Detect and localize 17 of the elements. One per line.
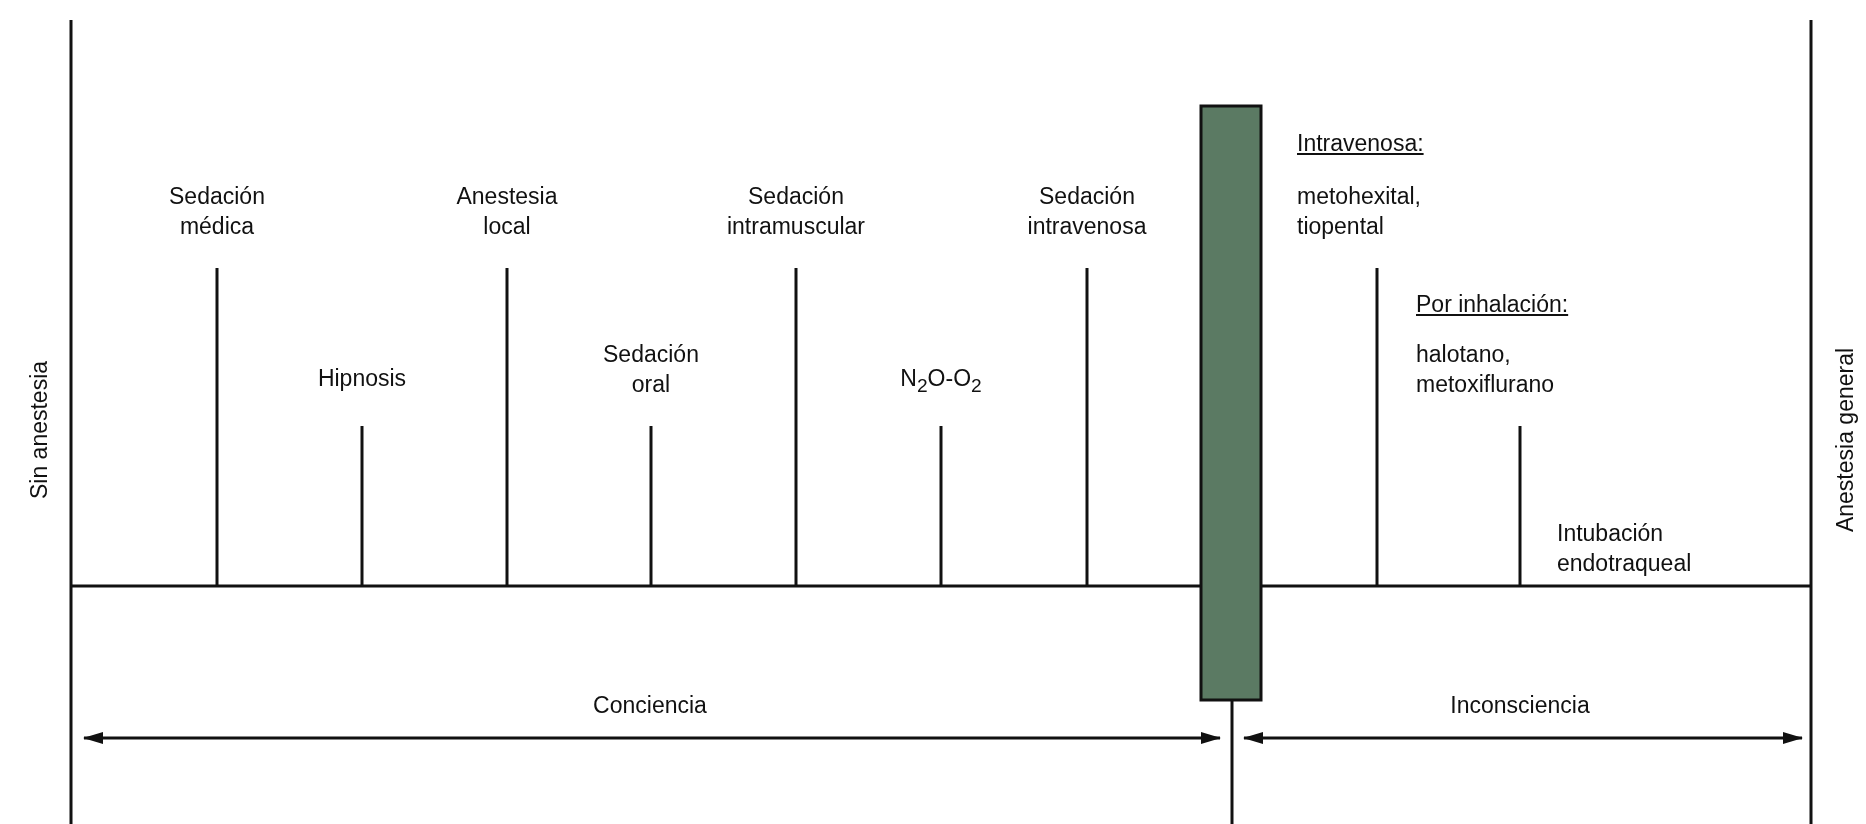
axis-label: Anestesia general [1831,347,1860,533]
divider-bar [1199,104,1263,702]
scale-label: halotano, metoxiflurano [1416,340,1556,399]
axis-label: Sin anestesia [25,360,54,500]
category-heading: Por inhalación: [1416,290,1569,319]
scale-label: Hipnosis [316,364,408,393]
scale-label: Sedación médica [168,182,266,241]
range-label: Inconsciencia [1449,691,1591,720]
scale-label: metohexital, tiopental [1297,182,1422,241]
scale-label: Sedación intravenosa [1026,182,1148,241]
category-heading: Intravenosa: [1297,129,1424,158]
range-label: Conciencia [592,691,708,720]
scale-label: Anestesia local [455,182,559,241]
scale-label: Sedación intramuscular [725,182,866,241]
scale-label: N$_{2}$O-O$_{2}$ [899,364,983,398]
scale-label: Sedación oral [602,340,700,399]
scale-label: Intubación endotraqueal [1557,519,1693,578]
